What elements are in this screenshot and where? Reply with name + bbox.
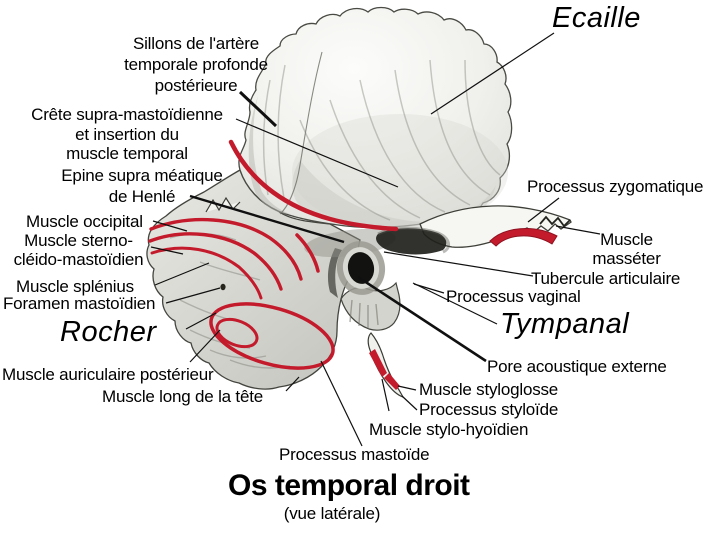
label-auriculaire: Muscle auriculaire postérieur bbox=[2, 365, 214, 384]
figure-title: Os temporal droit bbox=[228, 469, 470, 502]
leader-stylo-hyoidien bbox=[381, 378, 390, 412]
muscle-insertion-marks bbox=[148, 139, 558, 390]
label-long-tete: Muscle long de la tête bbox=[102, 387, 263, 406]
label-occipital: Muscle occipital bbox=[26, 212, 143, 231]
mastoid-region bbox=[146, 169, 361, 390]
label-foramen: Foramen mastoïdien bbox=[3, 294, 156, 313]
label-crete: Crête supra-mastoïdienne et insertion du… bbox=[31, 105, 223, 163]
leader-styloide bbox=[401, 395, 418, 411]
tympanomastoid-groove bbox=[327, 248, 342, 298]
label-sterno: Muscle sterno- cléido-mastoïdien bbox=[13, 231, 144, 269]
external-acoustic-pore bbox=[336, 241, 386, 295]
label-vaginal: Processus vaginal bbox=[446, 287, 581, 306]
engraving-hatching bbox=[262, 59, 501, 221]
label-masseter: Muscle masséter bbox=[592, 230, 661, 268]
label-styloglosse: Muscle styloglosse bbox=[419, 380, 559, 399]
mandibular-fossa bbox=[376, 228, 447, 255]
supramastoid-crest-mark bbox=[228, 139, 399, 232]
leader-splenius bbox=[154, 262, 210, 286]
label-sillons: Sillons de l'artère temporale profonde p… bbox=[124, 34, 268, 95]
styloid-process bbox=[367, 332, 405, 399]
figure-subtitle: (vue latérale) bbox=[283, 504, 381, 523]
leader-crete bbox=[235, 118, 399, 188]
leader-foramen bbox=[165, 287, 221, 304]
leader-masseter bbox=[555, 225, 601, 235]
label-pore: Pore acoustique externe bbox=[487, 357, 667, 376]
leader-ecaille bbox=[430, 32, 555, 115]
stylohyoid-mark bbox=[384, 373, 400, 390]
label-epine: Epine supra méatique de Henlé bbox=[61, 166, 223, 206]
styloglossus-mark bbox=[369, 349, 387, 377]
label-zygomatique: Processus zygomatique bbox=[527, 177, 704, 196]
leader-styloglosse bbox=[397, 385, 417, 391]
leader-tympanal bbox=[412, 282, 498, 325]
squama-region bbox=[238, 6, 513, 258]
leader-sterno bbox=[150, 246, 184, 255]
masseter-mark bbox=[489, 228, 558, 247]
label-stylo-hyoidien: Muscle stylo-hyoïdien bbox=[369, 420, 529, 439]
mastoid-foramen bbox=[220, 283, 226, 291]
leader-rocher bbox=[185, 312, 217, 330]
leader-auriculaire bbox=[189, 329, 221, 363]
serrated-tip bbox=[539, 215, 571, 228]
leader-long-tete bbox=[285, 376, 300, 392]
region-label-ecaille: Ecaille bbox=[552, 2, 641, 34]
leader-zygomatique bbox=[527, 197, 560, 223]
auricular-mark bbox=[215, 317, 259, 349]
region-label-tympanal: Tympanal bbox=[500, 308, 630, 340]
leader-epine bbox=[189, 194, 345, 244]
leader-lines bbox=[150, 32, 601, 447]
region-label-rocher: Rocher bbox=[60, 316, 157, 348]
leader-processus-mastoide bbox=[320, 360, 363, 447]
leader-tubercule bbox=[383, 251, 534, 277]
leader-pore bbox=[357, 275, 487, 363]
label-styloide: Processus styloïde bbox=[419, 400, 559, 419]
leader-occipital bbox=[152, 220, 188, 232]
label-tubercule: Tubercule articulaire bbox=[531, 269, 681, 288]
label-splenius: Muscle splénius bbox=[16, 277, 134, 296]
zygomatic-process bbox=[376, 205, 572, 255]
sternocleidomastoid-mark bbox=[209, 302, 335, 370]
label-processus-mastoide: Processus mastoïde bbox=[279, 445, 430, 464]
leader-sillons bbox=[238, 90, 278, 128]
